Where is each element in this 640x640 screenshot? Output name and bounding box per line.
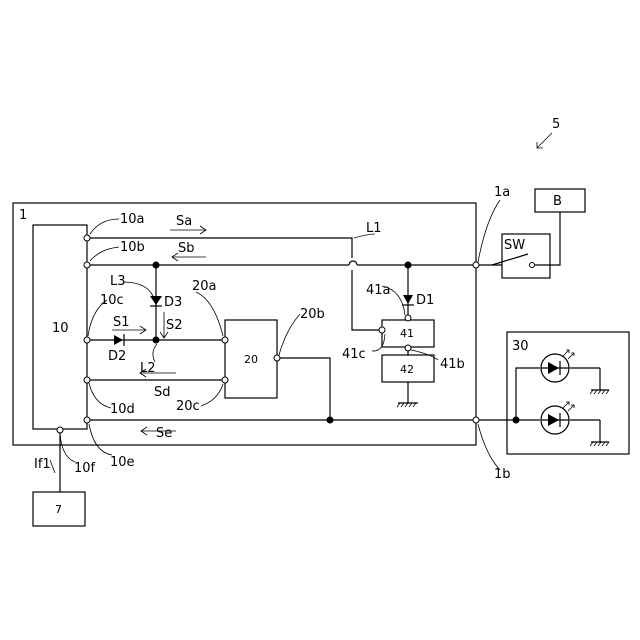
terminal-41b [405,345,411,351]
d2-diode [114,335,123,345]
switch-contact [492,254,528,265]
label-1b: 1b [494,467,511,482]
terminal-1a [473,262,479,268]
led-2-icon [541,402,574,434]
controller-10-label: 10 [52,321,69,336]
terminal-10e [84,417,90,423]
line-l1-bridge [349,261,357,265]
label-d3: D3 [164,295,182,310]
label-s1: S1 [113,315,130,330]
label-41a: 41a [366,283,391,298]
terminal-10a [84,235,90,241]
label-41b: 41b [440,357,465,372]
terminal-10c [84,337,90,343]
label-l3: L3 [110,274,126,289]
label-10a: 10a [120,212,145,227]
led-1-icon [541,350,574,382]
terminal-20a [222,337,228,343]
label-10f: 10f [74,461,96,476]
unit-1-label: 1 [19,208,27,223]
circuit-20-label: 20 [244,353,258,366]
label-20b: 20b [300,307,325,322]
terminal-20c [222,377,228,383]
label-20a: 20a [192,279,217,294]
d1-diode [403,295,413,304]
label-l2: L2 [140,361,156,376]
junction-s1-l2 [153,337,160,344]
label-s2: S2 [166,318,183,333]
battery-switch-wire [534,212,560,265]
line-20b-out [277,358,330,420]
line-sa-to-41c [352,270,382,330]
label-sb: Sb [178,241,195,256]
terminal-41a [405,315,411,321]
lamp-feed [516,368,540,420]
figure-arrow [537,133,552,148]
label-10d: 10d [110,402,135,417]
switch-terminal [530,263,535,268]
label-sd: Sd [154,385,171,400]
label-d1: D1 [416,293,434,308]
junction-l1-l3 [153,262,160,269]
label-10b: 10b [120,240,145,255]
terminal-10d [84,377,90,383]
figure-number: 5 [552,117,560,132]
label-if1: If1 [34,457,51,472]
terminal-10b [84,262,90,268]
label-d2: D2 [108,349,126,364]
device-7-label: 7 [55,503,62,516]
element-42-label: 42 [400,363,414,376]
label-1a: 1a [494,185,510,200]
lamp-unit-label: 30 [512,339,529,354]
label-se: Se [156,426,172,441]
label-41c: 41c [342,347,366,362]
terminal-1b [473,417,479,423]
terminal-20b [274,355,280,361]
terminal-41c [379,327,385,333]
label-10e: 10e [110,455,135,470]
label-l1: L1 [366,221,382,236]
label-20c: 20c [176,399,200,414]
junction-lamps [513,417,520,424]
terminal-10f [57,427,63,433]
label-10c: 10c [100,293,124,308]
label-sa: Sa [176,214,192,229]
element-41-label: 41 [400,327,414,340]
junction-se-20b [327,417,334,424]
d3-diode [150,296,162,305]
switch-label: SW [504,238,525,253]
junction-l1-d1 [405,262,412,269]
battery-label: B [553,194,562,209]
